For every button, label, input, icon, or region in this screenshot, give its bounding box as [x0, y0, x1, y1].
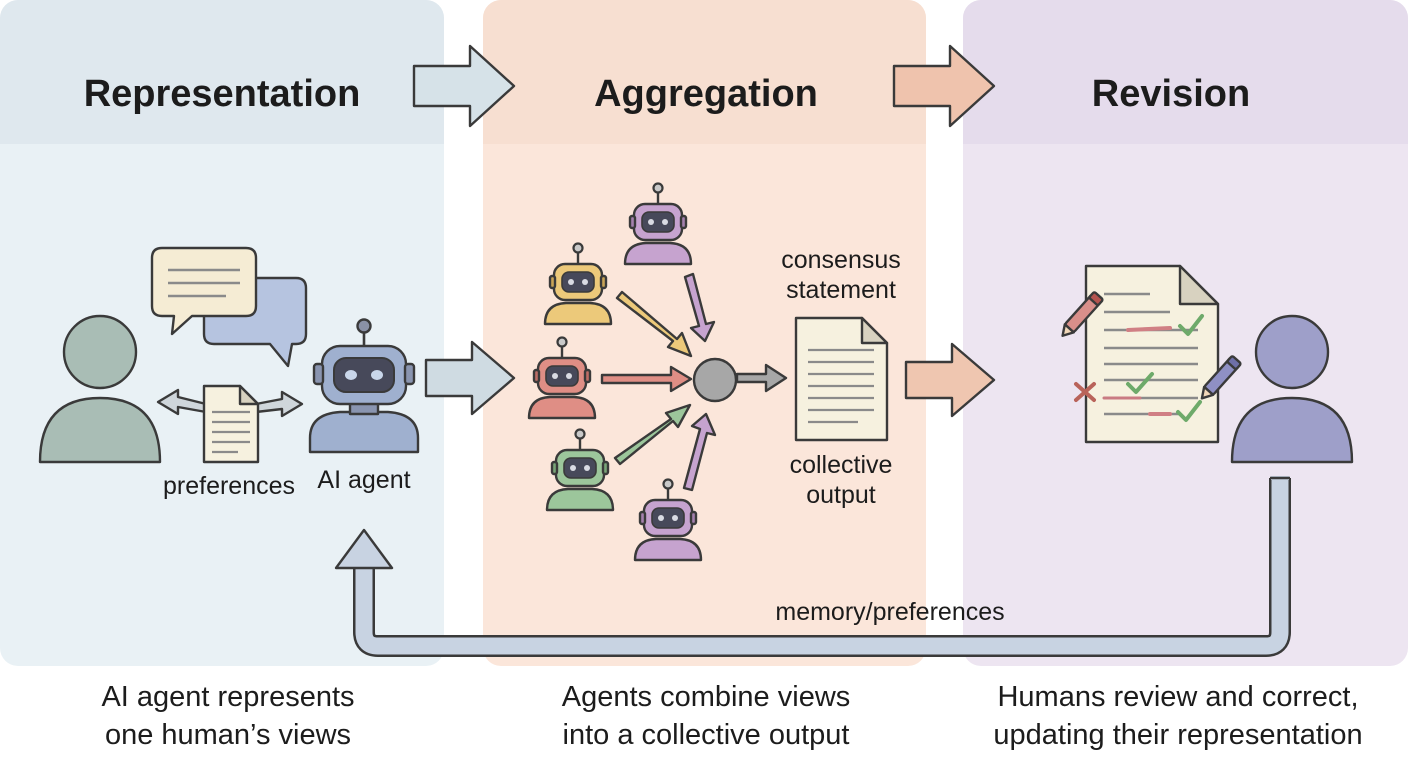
- stage-title-aggregation: Aggregation: [594, 73, 818, 115]
- ai-agent-label: AI agent: [317, 466, 410, 494]
- consensus-label-line1: consensus: [781, 246, 901, 274]
- flow-arrow-icon: [904, 342, 996, 418]
- ai-agent-robot-icon: [308, 318, 420, 454]
- caption-revision-line1: Humans review and correct,: [997, 681, 1358, 713]
- flow-arrow-icon: [424, 340, 516, 416]
- pencil-icon: [1061, 291, 1104, 337]
- robot-icon: [545, 428, 615, 512]
- feedback-loop-arrow-icon: [334, 476, 1291, 657]
- robot-icon: [543, 242, 613, 326]
- robot-icon: [623, 182, 693, 266]
- arrow-right-icon: [735, 363, 788, 393]
- stage-title-revision: Revision: [1092, 73, 1250, 115]
- merge-node-icon: [692, 357, 738, 403]
- caption-representation-line2: one human’s views: [105, 719, 351, 751]
- header-arrow-icon: [892, 44, 996, 128]
- consensus-document-icon: [794, 316, 889, 442]
- robot-icon: [527, 336, 597, 420]
- caption-aggregation-line1: Agents combine views: [562, 681, 851, 713]
- collective-label-line1: collective: [790, 451, 893, 479]
- caption-revision-line2: updating their representation: [993, 719, 1362, 751]
- caption-representation-line1: AI agent represents: [101, 681, 354, 713]
- reviewed-document-icon: [1084, 264, 1220, 444]
- consensus-label-line2: statement: [786, 276, 896, 304]
- stage-title-representation: Representation: [84, 73, 361, 115]
- cross-icon: [1074, 382, 1096, 402]
- pencil-icon: [1200, 355, 1242, 400]
- preferences-label: preferences: [163, 472, 295, 500]
- feedback-label: memory/preferences: [775, 598, 1004, 626]
- caption-aggregation-line2: into a collective output: [563, 719, 850, 751]
- person-icon: [1230, 314, 1354, 464]
- person-icon: [38, 314, 162, 464]
- collective-label-line2: output: [806, 481, 876, 509]
- check-icon: [1126, 314, 1204, 422]
- speech-bubbles-icon: [150, 246, 308, 368]
- agent-input-arrows: [600, 272, 717, 492]
- header-arrow-icon: [412, 44, 516, 128]
- document-icon: [202, 384, 260, 464]
- robot-icon: [633, 478, 703, 562]
- double-arrow-icon: [156, 388, 304, 418]
